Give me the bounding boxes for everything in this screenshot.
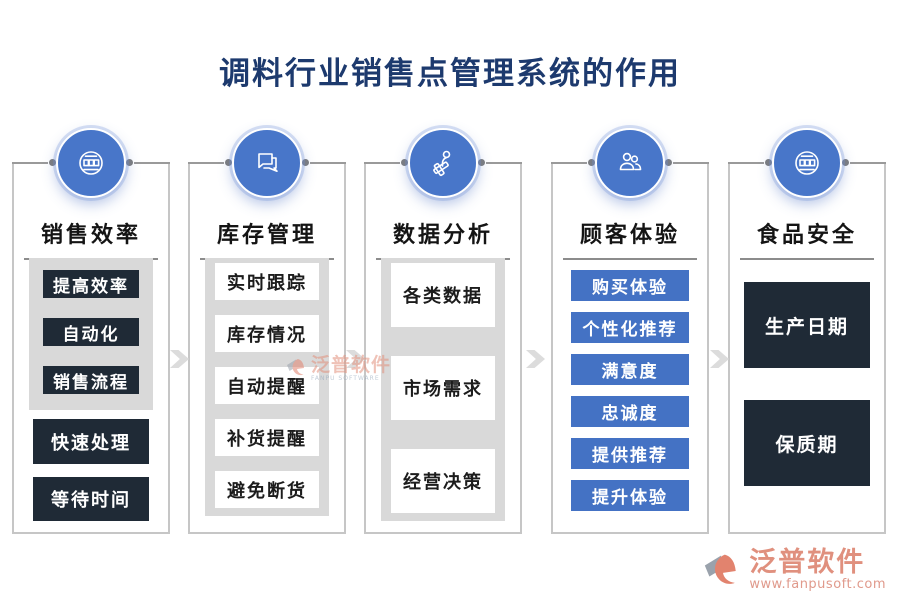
chat-bubbles-icon (232, 128, 302, 198)
column-body: 生产日期 保质期 (730, 258, 884, 524)
column-title: 数据分析 (376, 217, 510, 260)
group-panel: 各类数据 市场需求 经营决策 (381, 258, 505, 521)
feature-box: 等待时间 (33, 477, 149, 521)
feature-box: 经营决策 (391, 449, 495, 513)
feature-box: 快速处理 (33, 419, 149, 464)
feature-box: 提供推荐 (571, 438, 689, 469)
feature-box: 补货提醒 (215, 419, 319, 456)
footer-website-url: www.fanpusoft.com (749, 577, 886, 592)
connector-dot (126, 159, 133, 166)
connector-line (364, 162, 400, 164)
person-activity-icon (408, 128, 478, 198)
connector-dot (302, 159, 309, 166)
connector-dot (588, 159, 595, 166)
feature-box: 销售流程 (43, 366, 139, 394)
feature-box: 生产日期 (744, 282, 870, 368)
column-title: 食品安全 (740, 217, 874, 260)
connector-line (12, 162, 48, 164)
column-food-safety: 食品安全 生产日期 保质期 (728, 128, 886, 534)
feature-box: 个性化推荐 (571, 312, 689, 343)
connector-line (310, 162, 346, 164)
feature-box: 购买体验 (571, 270, 689, 301)
feature-box: 满意度 (571, 354, 689, 385)
connector-line (551, 162, 587, 164)
footer-logo: 泛普软件 www.fanpusoft.com (703, 549, 886, 592)
column-title: 顾客体验 (563, 217, 697, 260)
arrow-right-icon (346, 350, 365, 368)
feature-box: 市场需求 (391, 356, 495, 420)
connector-line (728, 162, 764, 164)
arrow-right-icon (526, 350, 545, 368)
column-body: 各类数据 市场需求 经营决策 (366, 258, 520, 524)
globe-icon (772, 128, 842, 198)
connector-line (673, 162, 709, 164)
column-inventory-management: 库存管理 实时跟踪 库存情况 自动提醒 补货提醒 避免断货 (188, 128, 346, 534)
connector-line (486, 162, 522, 164)
connector-line (188, 162, 224, 164)
group-panel: 提高效率 自动化 销售流程 (29, 258, 153, 410)
column-title: 库存管理 (200, 217, 334, 260)
column-data-analysis: 数据分析 各类数据 市场需求 经营决策 (364, 128, 522, 534)
feature-box: 各类数据 (391, 263, 495, 327)
connector-line (850, 162, 886, 164)
arrow-right-icon (170, 350, 189, 368)
group-panel: 实时跟踪 库存情况 自动提醒 补货提醒 避免断货 (205, 258, 329, 516)
page-title: 调料行业销售点管理系统的作用 (219, 56, 681, 92)
column-body: 购买体验 个性化推荐 满意度 忠诚度 提供推荐 提升体验 (553, 258, 707, 524)
feature-box: 库存情况 (215, 315, 319, 352)
connector-dot (49, 159, 56, 166)
connector-dot (225, 159, 232, 166)
feature-box: 避免断货 (215, 471, 319, 508)
arrow-right-icon (710, 350, 729, 368)
feature-box: 忠诚度 (571, 396, 689, 427)
column-body: 实时跟踪 库存情况 自动提醒 补货提醒 避免断货 (190, 258, 344, 524)
feature-box: 实时跟踪 (215, 263, 319, 300)
column-title: 销售效率 (24, 217, 158, 260)
feature-box: 保质期 (744, 400, 870, 486)
feature-box: 提高效率 (43, 270, 139, 298)
column-sales-efficiency: 销售效率 提高效率 自动化 销售流程 快速处理 等待时间 (12, 128, 170, 534)
brand-swirl-icon (705, 554, 737, 584)
globe-icon (56, 128, 126, 198)
feature-box: 自动提醒 (215, 367, 319, 404)
feature-box: 提升体验 (571, 480, 689, 511)
connector-dot (401, 159, 408, 166)
column-body: 提高效率 自动化 销售流程 快速处理 等待时间 (14, 258, 168, 524)
connector-dot (665, 159, 672, 166)
column-customer-experience: 顾客体验 购买体验 个性化推荐 满意度 忠诚度 提供推荐 提升体验 (551, 128, 709, 534)
footer-brand-name: 泛普软件 (749, 547, 866, 578)
users-icon (595, 128, 665, 198)
feature-box: 自动化 (43, 318, 139, 346)
connector-line (134, 162, 170, 164)
connector-dot (478, 159, 485, 166)
connector-dot (842, 159, 849, 166)
connector-dot (765, 159, 772, 166)
